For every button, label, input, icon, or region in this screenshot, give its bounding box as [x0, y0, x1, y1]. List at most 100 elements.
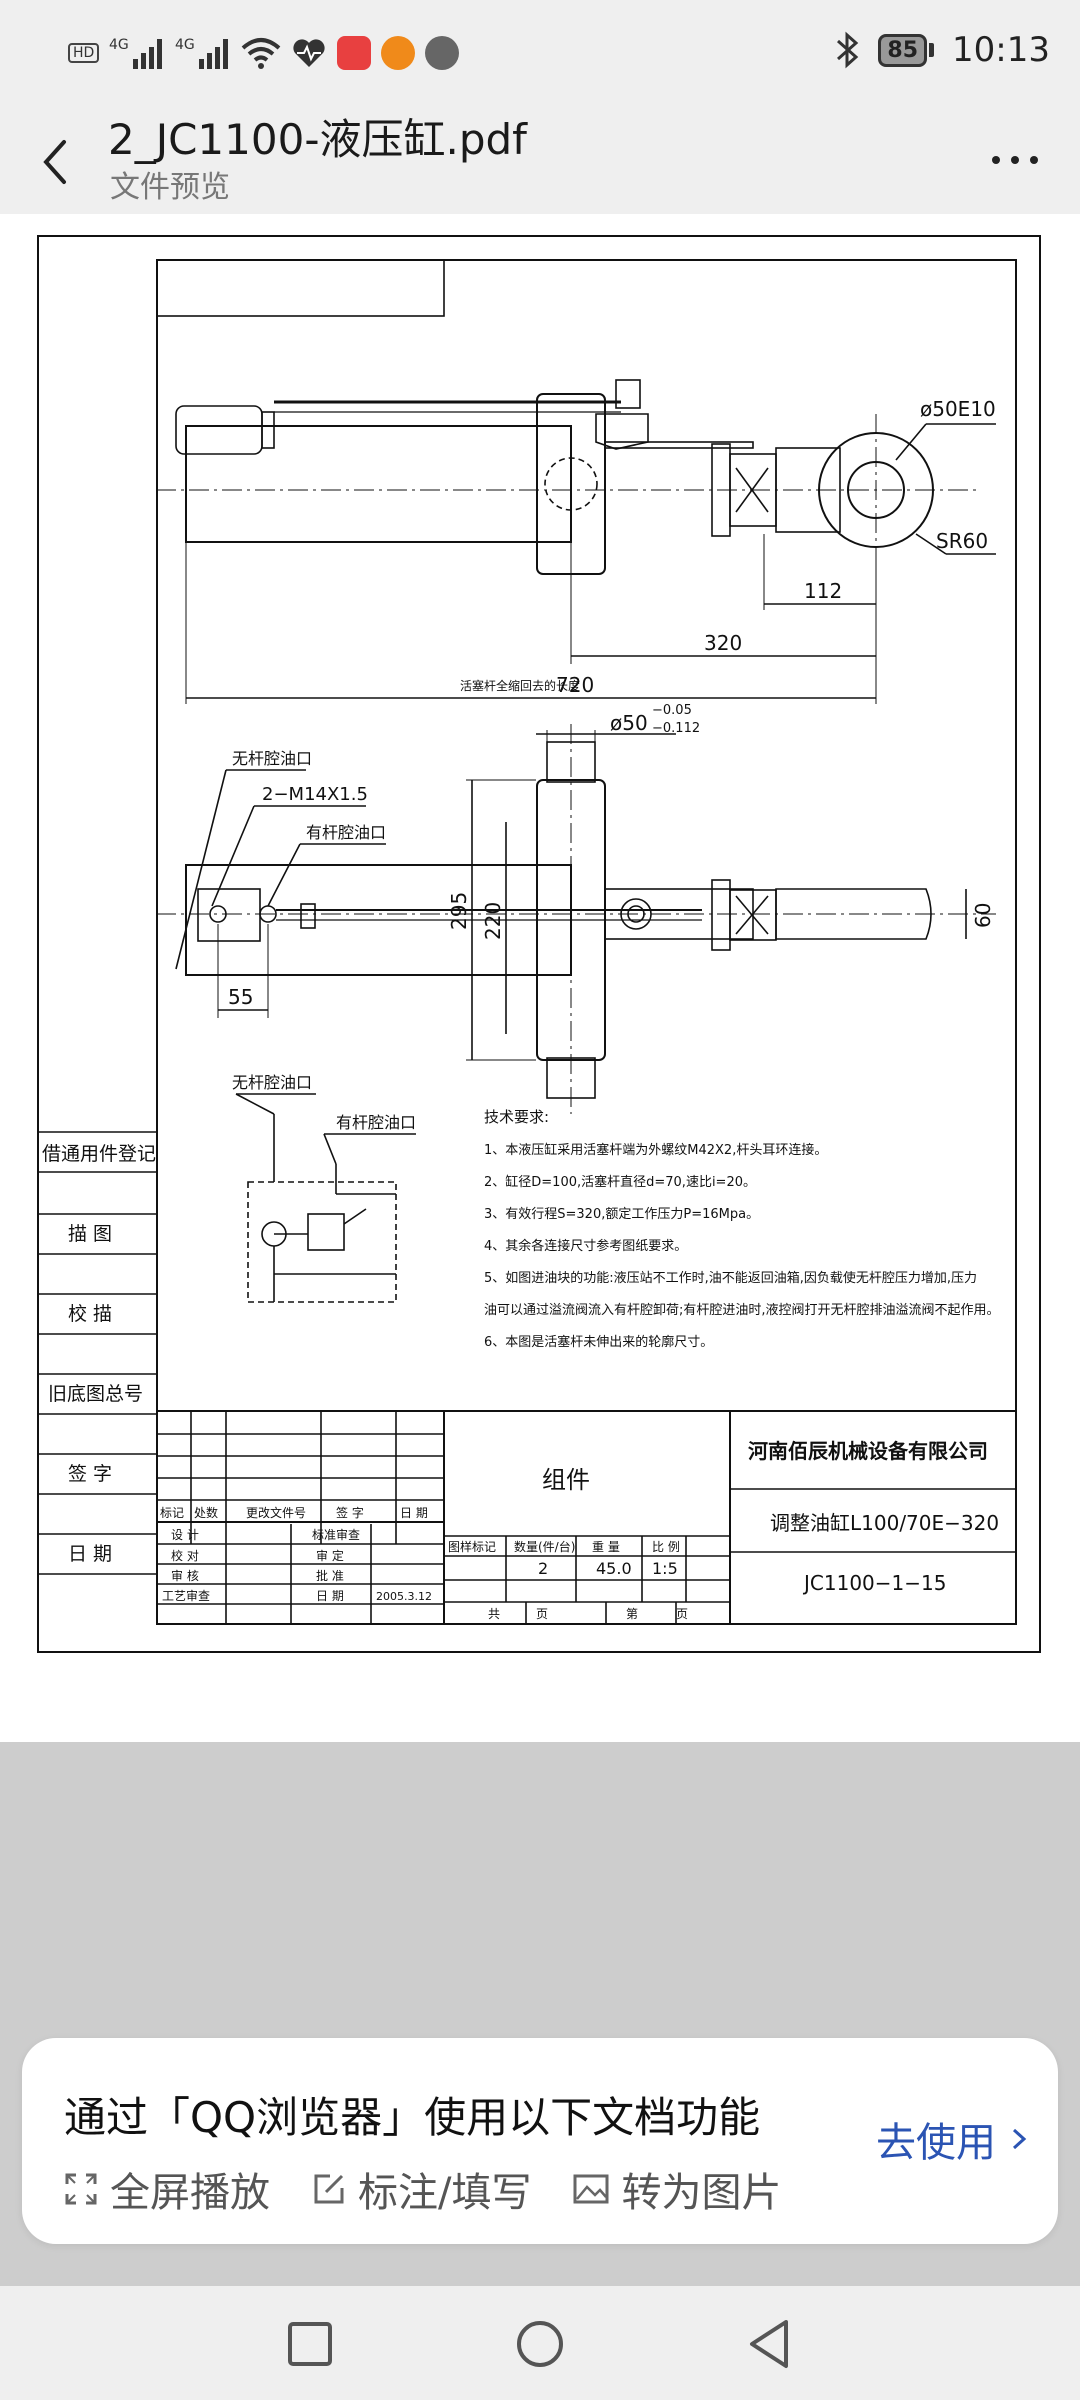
- battery-indicator: 85: [878, 33, 935, 67]
- dim-tol-upper: −0.05: [652, 703, 692, 718]
- engineering-drawing: ø50E10 SR60 112 320 720 活塞杆全缩回去的长度 ø50 −…: [37, 235, 1041, 1653]
- to-image-label: 转为图片: [621, 2170, 782, 2216]
- tb-row: 工艺审查: [162, 1588, 210, 1603]
- tb-header: 日 期: [400, 1506, 428, 1520]
- go-use-button[interactable]: 去使用: [876, 2110, 1028, 2168]
- tb-total: 共: [488, 1607, 500, 1621]
- part-name: 调整油缸L100/70E−320: [770, 1511, 999, 1535]
- tb-qty: 2: [538, 1559, 548, 1578]
- side-label: 借通用件登记: [42, 1143, 156, 1165]
- page-subtitle: 文件预览: [110, 170, 230, 205]
- fullscreen-label: 全屏播放: [110, 2170, 270, 2216]
- dim-d50e10: ø50E10: [920, 397, 996, 421]
- heart-rate-icon: [293, 39, 325, 67]
- tb-header: 数量(件/台): [514, 1539, 575, 1554]
- note-line: 1、本液压缸采用活塞杆端为外螺纹M42X2,杆头耳环连接。: [484, 1142, 827, 1158]
- dim-d50-tol: ø50: [610, 711, 648, 735]
- dim-295: 295: [447, 892, 471, 930]
- tb-row: 标准审查: [312, 1527, 360, 1542]
- tb-row: 审 定: [316, 1548, 344, 1563]
- dim-112: 112: [804, 579, 842, 603]
- notes-heading: 技术要求:: [484, 1108, 549, 1126]
- bluetooth-icon: [837, 31, 859, 69]
- edit-icon: [314, 2174, 344, 2204]
- note-line: 4、其余各连接尺寸参考图纸要求。: [484, 1238, 687, 1254]
- promo-actions: 全屏播放 标注/填写 转为图片: [64, 2160, 781, 2218]
- side-label: 校 描: [68, 1303, 112, 1325]
- red-app-icon: [337, 36, 372, 70]
- tb-row: 批 准: [316, 1568, 344, 1583]
- to-image-action[interactable]: 转为图片: [573, 2160, 781, 2218]
- qq-browser-promo: 通过「QQ浏览器」使用以下文档功能 全屏播放 标注/填写 转为图片 去使用: [22, 2038, 1058, 2244]
- tb-header: 处数: [194, 1505, 218, 1520]
- document-preview[interactable]: ø50E10 SR60 112 320 720 活塞杆全缩回去的长度 ø50 −…: [0, 214, 1080, 1742]
- tb-scale: 1:5: [652, 1559, 678, 1578]
- tb-header: 签 字: [336, 1505, 364, 1520]
- tb-header: 重 量: [592, 1540, 620, 1554]
- dim-55: 55: [228, 985, 253, 1009]
- orange-play-icon: [381, 36, 416, 70]
- tb-row: 设 计: [171, 1528, 199, 1542]
- annotate-label: 标注/填写: [358, 2170, 532, 2216]
- signal-4g-icon: 4G: [109, 37, 163, 69]
- side-label: 签 字: [68, 1463, 112, 1485]
- side-label: 日 期: [68, 1543, 112, 1565]
- page-title: 2_JC1100-液压缸.pdf: [108, 115, 527, 164]
- wifi-icon: [241, 38, 281, 69]
- dim-tol-lower: −0.112: [652, 721, 700, 736]
- note-line: 6、本图是活塞杆未伸出来的轮廓尺寸。: [484, 1334, 713, 1350]
- more-options-icon[interactable]: [980, 130, 1050, 190]
- tb-header: 更改文件号: [246, 1505, 306, 1520]
- recent-apps-button[interactable]: [280, 2314, 340, 2374]
- part-number: JC1100−1−15: [802, 1571, 946, 1595]
- svg-text:4G: 4G: [109, 37, 129, 53]
- note-line: 油可以通过溢流阀流入有杆腔卸荷;有杆腔进油时,液控阀打开无杆腔排油溢流阀不起作用…: [484, 1302, 1000, 1318]
- tb-page: 页: [676, 1607, 688, 1621]
- status-icons-left: HD 4G 4G: [68, 28, 460, 78]
- svg-text:4G: 4G: [175, 37, 195, 53]
- annotate-action[interactable]: 标注/填写: [312, 2160, 531, 2218]
- dim-220: 220: [481, 902, 505, 940]
- fullscreen-icon: [65, 2173, 97, 2205]
- battery-tip: [929, 43, 935, 57]
- chevron-right-icon: [1012, 2128, 1027, 2150]
- dim-720-note: 活塞杆全缩回去的长度: [460, 678, 580, 693]
- tb-date-value: 2005.3.12: [376, 1590, 432, 1603]
- dim-60: 60: [971, 903, 995, 928]
- battery-level: 85: [878, 33, 928, 67]
- tb-header: 比 例: [652, 1540, 680, 1554]
- label-rodless-port: 无杆腔油口: [232, 749, 312, 768]
- tb-header: 图样标记: [448, 1539, 496, 1554]
- signal-4g-icon: 4G: [175, 37, 229, 69]
- note-line: 5、如图进油块的功能:液压站不工作时,油不能返回油箱,因负载使无杆腔压力增加,压…: [484, 1270, 977, 1286]
- note-line: 2、缸径D=100,活塞杆直径d=70,速比i=20。: [484, 1174, 756, 1190]
- image-icon: [573, 2174, 609, 2204]
- back-button[interactable]: [740, 2314, 800, 2374]
- tb-row: 日 期: [316, 1589, 344, 1603]
- hd-icon: HD: [68, 43, 100, 63]
- label-rodless-port-2: 无杆腔油口: [232, 1073, 312, 1092]
- company-name: 河南佰辰机械设备有限公司: [748, 1439, 988, 1463]
- fullscreen-action[interactable]: 全屏播放: [64, 2160, 270, 2218]
- side-label: 旧底图总号: [48, 1383, 143, 1405]
- label-rod-port-2: 有杆腔油口: [336, 1113, 416, 1132]
- status-icons-right: 85 10:13: [834, 22, 1050, 78]
- back-arrow-icon[interactable]: [30, 118, 80, 198]
- home-button[interactable]: [510, 2314, 570, 2374]
- dim-720: 720: [556, 673, 594, 697]
- side-label: 描 图: [68, 1223, 112, 1245]
- dim-sr60: SR60: [936, 529, 988, 553]
- title-bar: 2_JC1100-液压缸.pdf 文件预览: [0, 100, 1080, 214]
- tb-header: 标记: [160, 1506, 184, 1520]
- label-thread: 2−M14X1.5: [262, 784, 368, 805]
- assembly-label: 组件: [542, 1466, 590, 1494]
- technical-notes: 技术要求: 1、本液压缸采用活塞杆端为外螺纹M42X2,杆头耳环连接。 2、缸径…: [484, 1108, 1000, 1350]
- system-nav-bar: [0, 2286, 1080, 2400]
- tb-page: 页: [536, 1607, 548, 1621]
- dim-320: 320: [704, 631, 742, 655]
- tb-row: 审 核: [171, 1568, 199, 1583]
- tb-weight: 45.0: [596, 1559, 632, 1578]
- tb-row: 校 对: [171, 1548, 199, 1563]
- status-bar: HD 4G 4G 85 10:13: [0, 0, 1080, 100]
- go-use-label: 去使用: [876, 2120, 996, 2166]
